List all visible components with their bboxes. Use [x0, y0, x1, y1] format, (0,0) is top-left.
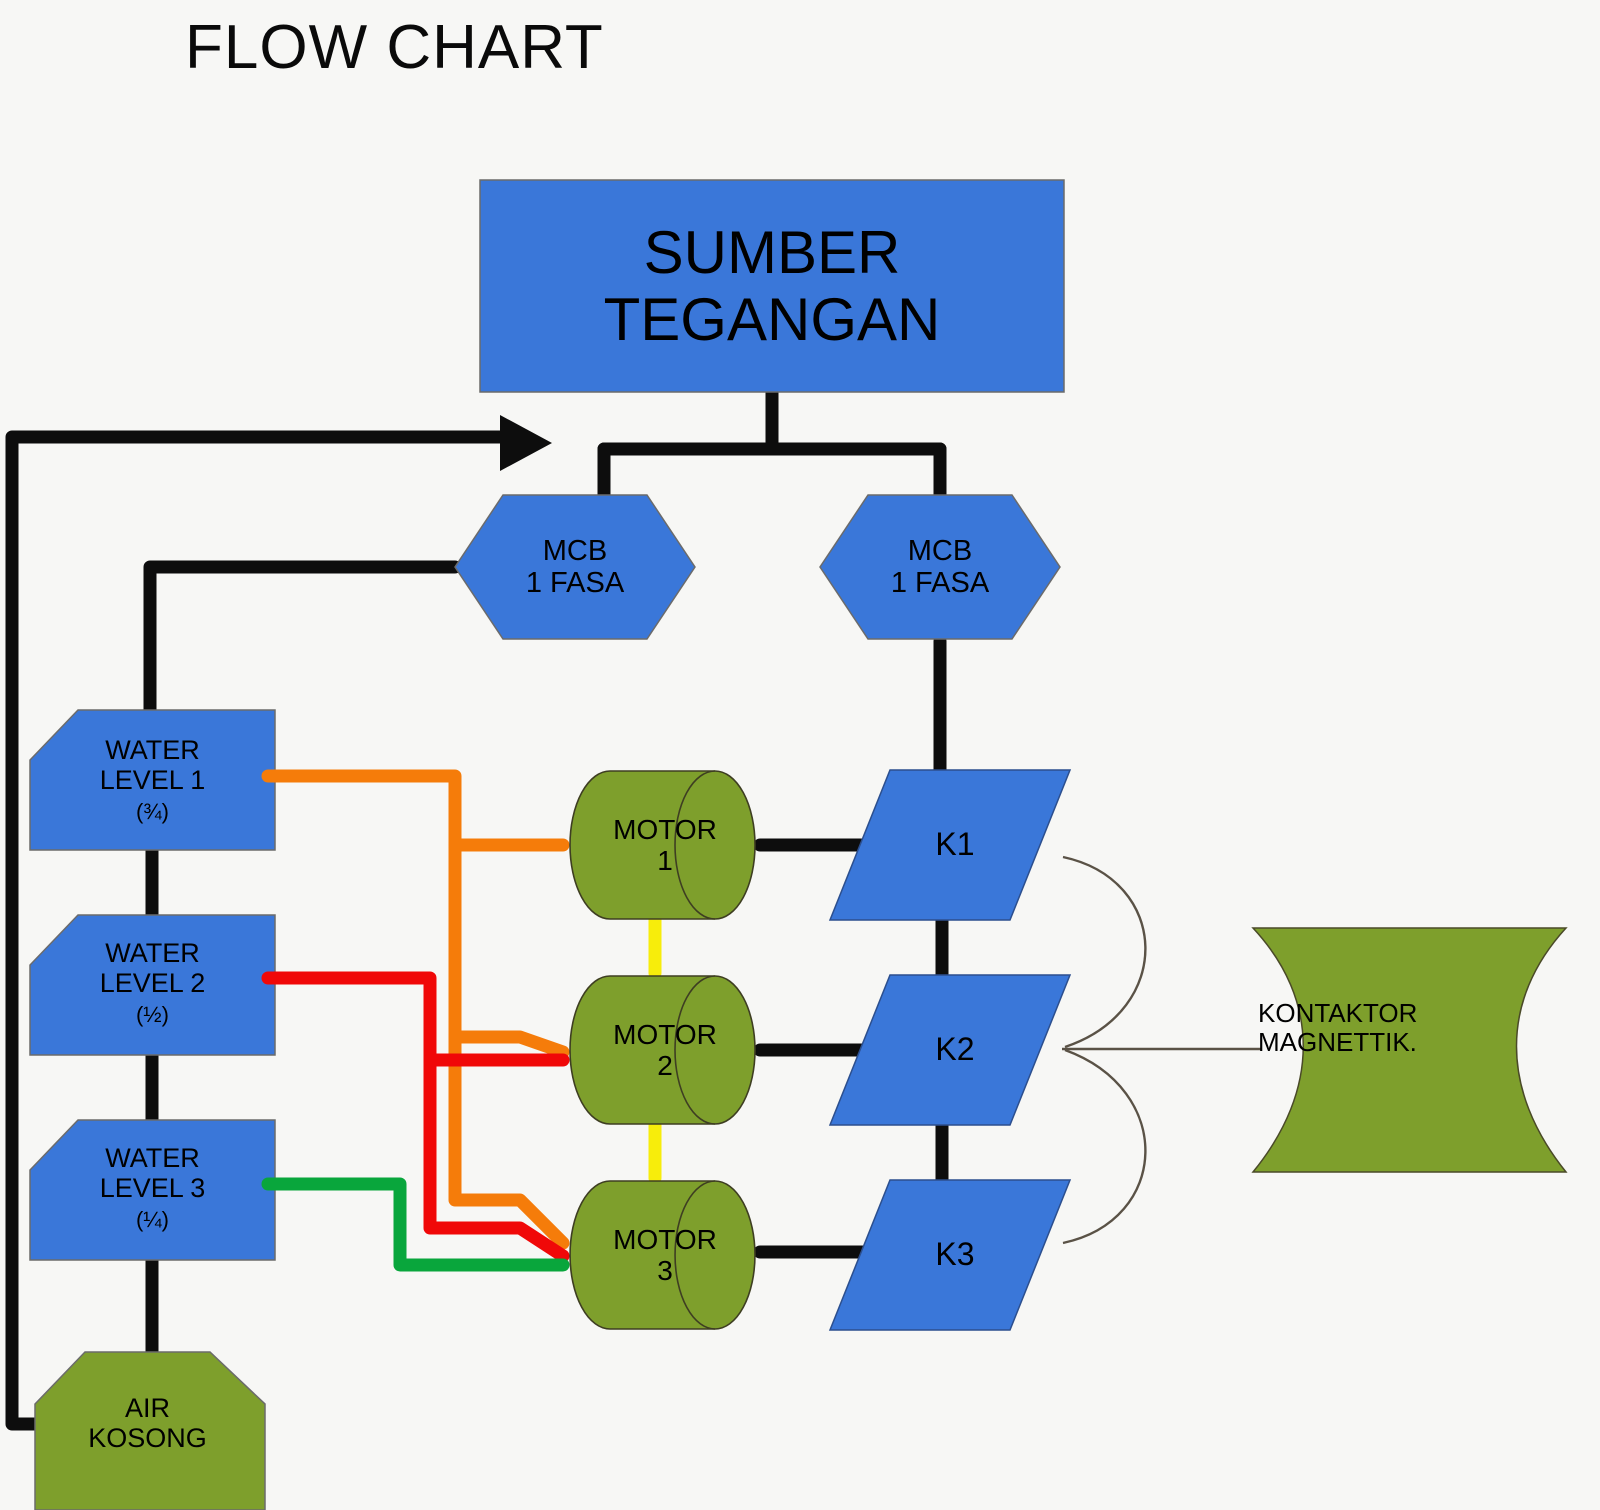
motor-3-shape[interactable] [569, 1180, 756, 1330]
wire-wl2-red-trunk [261, 971, 570, 1263]
water-level-1-shape[interactable] [29, 709, 276, 851]
motor-group [569, 770, 756, 1330]
mcb-1-fasa-right-shape[interactable] [819, 494, 1061, 640]
water-level-3-shape[interactable] [29, 1119, 276, 1261]
water-level-2-shape[interactable] [29, 914, 276, 1056]
motor-1-cap [674, 770, 716, 920]
feedback-arrow-icon [500, 415, 552, 471]
k2-shape[interactable] [828, 974, 1072, 1126]
connector-k3-arc-to-kontaktor [1062, 1048, 1147, 1245]
page-title: FLOW CHART [185, 13, 604, 82]
k1-shape[interactable] [828, 769, 1072, 921]
kontaktor-magnettik-shape[interactable] [1251, 927, 1568, 1173]
motor-2-shape[interactable] [569, 975, 756, 1125]
connector-k1-arc-to-kontaktor [1062, 855, 1147, 1049]
air-kosong-shape[interactable] [34, 1351, 266, 1510]
motor-3-cap [674, 1180, 716, 1330]
motor-1-shape[interactable] [569, 770, 756, 920]
wire-wl1-orange-to-motor-2 [448, 1030, 570, 1059]
connector-mcb-left-to-water-level-1 [143, 560, 462, 723]
wire-wl3-green-to-motor-3 [261, 1177, 570, 1272]
mcb-1-fasa-left-shape[interactable] [454, 494, 696, 640]
k3-shape[interactable] [828, 1179, 1072, 1331]
wire-wl1-orange-trunk [261, 769, 570, 1250]
sumber-tegangan-shape[interactable] [479, 179, 1065, 393]
connector-air-kosong-feedback [5, 430, 519, 1431]
motor-2-cap [674, 975, 716, 1125]
kontaktor-link-group [1062, 855, 1262, 1245]
